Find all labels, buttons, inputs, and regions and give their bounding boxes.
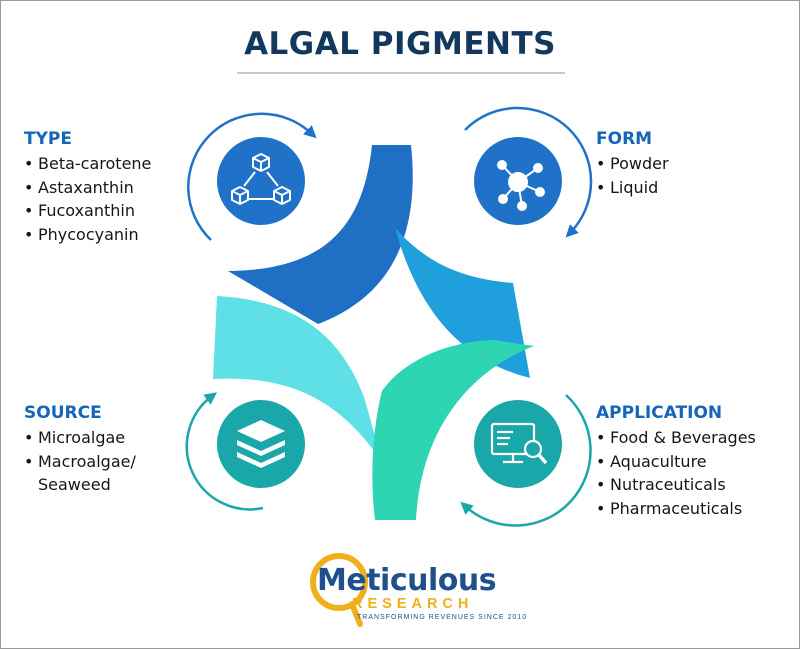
- list-item: Pharmaceuticals: [596, 497, 756, 521]
- cubes-network-icon: [231, 153, 291, 205]
- list-item: Liquid: [596, 176, 669, 200]
- type-list: Beta-carotene Astaxanthin Fucoxanthin Ph…: [24, 152, 151, 246]
- list-item: Powder: [596, 152, 669, 176]
- molecule-icon: [497, 160, 545, 211]
- list-item: Beta-carotene: [24, 152, 151, 176]
- logo-magnifier-icon: [310, 553, 368, 627]
- list-item: Food & Beverages: [596, 426, 756, 450]
- source-list: Microalgae Macroalgae/ Seaweed: [24, 426, 136, 497]
- petal-type: [228, 145, 413, 324]
- application-arrow: [460, 394, 592, 527]
- source-heading: SOURCE: [24, 403, 102, 423]
- petal-application: [372, 340, 534, 520]
- form-list: Powder Liquid: [596, 152, 669, 199]
- source-arrow: [185, 392, 264, 511]
- form-heading: FORM: [596, 129, 653, 149]
- list-item: Fucoxanthin: [24, 199, 151, 223]
- type-icon-circle: [217, 137, 305, 225]
- title-underline: [237, 72, 565, 74]
- form-arrow: [464, 106, 593, 238]
- application-heading: APPLICATION: [596, 403, 723, 423]
- list-item: Microalgae: [24, 426, 136, 450]
- application-list: Food & Beverages Aquaculture Nutraceutic…: [596, 426, 756, 520]
- list-item: Phycocyanin: [24, 223, 151, 247]
- page-title: ALGAL PIGMENTS: [244, 26, 556, 62]
- list-item: Macroalgae/: [24, 450, 136, 474]
- list-item-continuation: Seaweed: [38, 475, 111, 494]
- petal-source: [213, 296, 382, 462]
- layers-icon: [237, 420, 285, 468]
- monitor-search-icon: [490, 422, 548, 465]
- logo-wordmark: Meticulous: [317, 563, 497, 598]
- type-arrow: [187, 112, 317, 241]
- list-item: Nutraceuticals: [596, 473, 756, 497]
- logo-subtitle: RESEARCH: [352, 596, 474, 612]
- list-item: Astaxanthin: [24, 176, 151, 200]
- application-icon-circle: [474, 400, 562, 488]
- type-heading: TYPE: [24, 129, 72, 149]
- list-item: Aquaculture: [596, 450, 756, 474]
- source-icon-circle: [217, 400, 305, 488]
- logo-tagline: TRANSFORMING REVENUES SINCE 2010: [357, 614, 528, 621]
